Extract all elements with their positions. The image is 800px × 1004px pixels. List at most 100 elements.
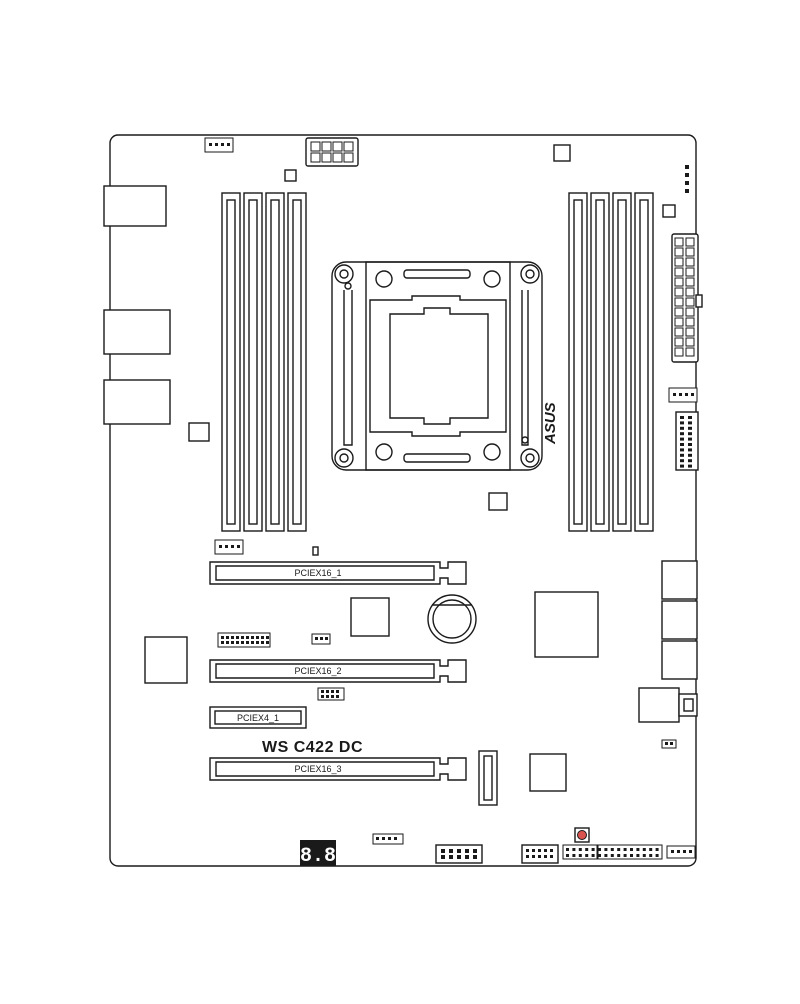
connector-pin <box>544 849 547 852</box>
connector-pin <box>617 854 621 857</box>
connector-pin <box>610 854 614 857</box>
connector-pin <box>685 307 695 317</box>
connector-pin <box>591 848 595 851</box>
chip <box>529 753 567 792</box>
connector-pin <box>674 237 684 247</box>
connector-pin <box>685 287 695 297</box>
connector-pin <box>465 855 469 859</box>
qcode-debug-led: 8.8 <box>300 840 336 868</box>
connector-pin <box>688 453 692 457</box>
connector-pin <box>457 855 461 859</box>
board-model-name: WS C422 DC <box>262 739 363 756</box>
pcie-slot-1: PCIEX16_1 <box>209 561 467 585</box>
connector-pin <box>685 277 695 287</box>
pcie-slot-label: PCIEX16_3 <box>294 764 341 774</box>
pin-header <box>311 633 331 645</box>
connector-pin <box>680 448 684 452</box>
pch-chipset <box>534 591 599 658</box>
connector-pin <box>598 854 601 857</box>
connector-pin <box>680 443 684 446</box>
connector-pin <box>526 849 529 852</box>
connector-pin <box>688 437 692 441</box>
connector-pin <box>449 855 453 859</box>
connector-pin <box>649 854 653 857</box>
connector-pin <box>636 848 640 851</box>
connector-pin <box>674 297 684 307</box>
connector-pin <box>241 641 244 644</box>
connector-pin <box>674 287 684 297</box>
connector-pin <box>680 437 684 441</box>
connector-pin <box>674 257 684 267</box>
connector-pin <box>688 421 692 425</box>
connector-pin <box>266 641 269 644</box>
debug-display-digits: 8.8 <box>300 845 336 868</box>
connector-pin <box>598 848 601 851</box>
connector-pin <box>680 464 684 468</box>
connector-pin <box>226 641 229 644</box>
usb2-header-bottom <box>435 844 483 864</box>
connector-pin <box>688 448 692 452</box>
connector-pin <box>688 426 692 430</box>
sata-ports <box>661 560 698 680</box>
rear-io-port <box>103 309 171 355</box>
connector-pin <box>578 854 582 857</box>
connector-pin <box>674 347 684 357</box>
connector-pin <box>680 432 684 436</box>
connector-pin <box>236 636 239 639</box>
connector-pin <box>685 327 695 337</box>
small-chip <box>553 144 571 162</box>
dimm-slots-right <box>568 192 654 532</box>
connector-pin <box>532 855 535 858</box>
connector-pin <box>680 453 684 457</box>
connector-pin <box>591 854 595 857</box>
small-chip <box>488 492 508 511</box>
brand-logo: ASUS <box>542 402 559 445</box>
connector-pin <box>572 854 576 857</box>
small-chip <box>188 422 210 442</box>
connector-pin <box>231 636 234 639</box>
connector-pin <box>473 855 477 859</box>
connector-pin <box>688 416 692 419</box>
connector-pin <box>226 636 229 639</box>
connector-pin <box>688 459 692 463</box>
usb-port-right <box>638 687 698 723</box>
power-button <box>574 827 590 843</box>
connector-pin <box>449 849 453 853</box>
connector-pin <box>441 849 445 853</box>
fan-header-bottom-right <box>666 845 696 859</box>
connector-pin <box>642 848 646 851</box>
connector-pin <box>610 848 614 851</box>
connector-pin <box>685 337 695 347</box>
pcie-slot-3: PCIEX16_3 <box>209 757 467 781</box>
connector-pin <box>566 848 569 851</box>
connector-pin <box>680 459 684 463</box>
connector-pin <box>623 848 627 851</box>
connector-pin <box>642 854 646 857</box>
connector-pin <box>649 848 653 851</box>
connector-pin <box>256 636 259 639</box>
pcie-x4-slot: PCIEX4_1 <box>209 706 307 729</box>
connector-pin <box>550 849 553 852</box>
connector-pin <box>578 848 582 851</box>
connector-pin <box>674 317 684 327</box>
connector-pin <box>261 636 264 639</box>
bottom-header <box>372 833 404 845</box>
led-indicators <box>685 165 689 193</box>
pcie-slot-2: PCIEX16_2 <box>209 659 467 683</box>
connector-pin <box>465 849 469 853</box>
connector-pin <box>674 277 684 287</box>
connector-pin <box>251 636 254 639</box>
board-outline <box>109 134 697 867</box>
connector-pin <box>688 432 692 436</box>
connector-pin <box>457 849 461 853</box>
pcie-slot-label: PCIEX16_1 <box>294 568 341 578</box>
connector-pin <box>623 854 627 857</box>
connector-pin <box>685 257 695 267</box>
dimm-slots-left <box>221 192 307 532</box>
connector-pin <box>544 855 547 858</box>
connector-pin <box>526 855 529 858</box>
connector-pin <box>251 641 254 644</box>
connector-pin <box>266 636 269 639</box>
